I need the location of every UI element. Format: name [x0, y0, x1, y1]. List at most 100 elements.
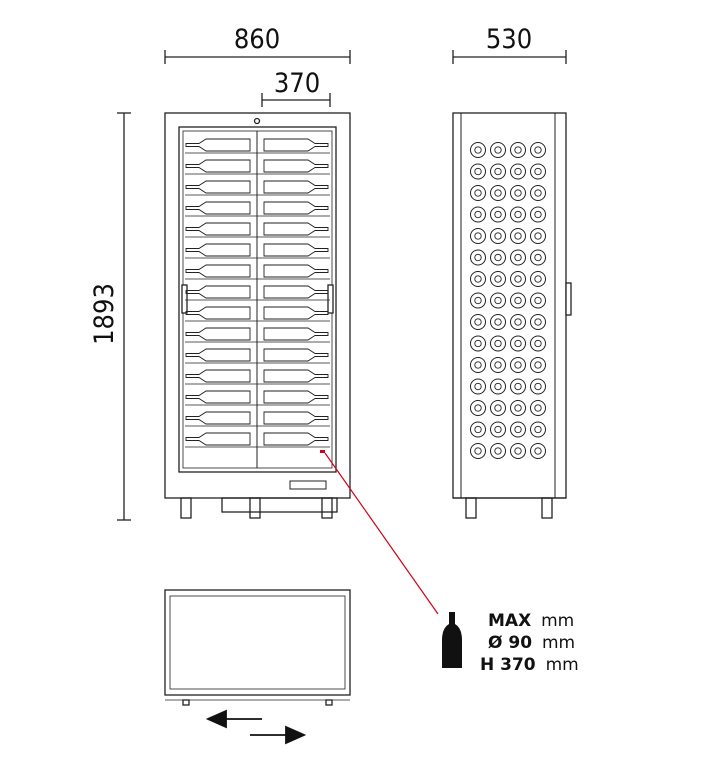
front-bottle	[185, 432, 251, 446]
side-bottle-inner	[534, 146, 542, 154]
side-bottle-outer	[510, 292, 526, 309]
side-bottle-outer	[510, 421, 526, 438]
side-bottle-outer	[490, 443, 506, 459]
side-bottle-inner	[514, 339, 522, 348]
front-bottle	[263, 264, 329, 278]
side-bottle-outer	[470, 228, 486, 244]
side-bottle-outer	[490, 400, 506, 416]
side-bottle-inner	[494, 404, 502, 412]
side-bottle-outer	[490, 357, 506, 373]
front-bottle	[263, 390, 329, 404]
side-bottle-outer	[530, 443, 546, 459]
side-bottle-outer	[510, 249, 526, 266]
spec-max-unit: mm	[541, 611, 574, 631]
spec-diameter-unit: mm	[542, 633, 575, 653]
side-bottle-inner	[514, 296, 522, 305]
front-bottle	[185, 285, 251, 299]
side-bottle-inner	[494, 189, 502, 197]
side-bottle-outer	[490, 292, 506, 309]
side-bottle-outer	[510, 400, 526, 416]
side-bottle-inner	[514, 447, 522, 455]
side-bottle-inner	[474, 275, 482, 283]
spec-height-label: H 370	[480, 655, 536, 675]
depth-label: 530	[486, 24, 532, 55]
side-bottle-inner	[474, 447, 482, 455]
front-bottle	[263, 369, 329, 383]
side-bottle-inner	[534, 339, 542, 348]
side-bottle-inner	[494, 232, 502, 240]
front-bottle	[185, 222, 251, 236]
side-bottle-inner	[534, 382, 542, 391]
side-bottle-inner	[474, 189, 482, 197]
side-bottle-outer	[470, 185, 486, 201]
side-bottle-inner	[494, 296, 502, 305]
side-bottle-outer	[470, 249, 486, 266]
front-bottle	[263, 201, 329, 215]
side-bottle-outer	[530, 335, 546, 352]
side-bottle-inner	[534, 425, 542, 434]
spec-line-height: H 370 mm	[480, 655, 579, 675]
front-bottle	[185, 327, 251, 341]
side-bottle-inner	[534, 296, 542, 305]
side-bottle-inner	[474, 167, 482, 176]
side-bottle-inner	[474, 404, 482, 412]
spec-diameter-label: Ø 90	[488, 633, 532, 653]
side-bottle-inner	[534, 447, 542, 455]
side-bottle-inner	[494, 253, 502, 262]
side-bottle-outer	[490, 185, 506, 201]
side-bottle-inner	[514, 210, 522, 219]
front-bottle	[185, 264, 251, 278]
side-bottle-outer	[510, 206, 526, 223]
side-bottle-outer	[530, 206, 546, 223]
side-bottle-inner	[534, 404, 542, 412]
side-bottle-inner	[474, 382, 482, 391]
front-bottle	[185, 411, 251, 425]
side-bottle-outer	[530, 357, 546, 373]
side-bottle-inner	[494, 167, 502, 176]
side-bottle-outer	[490, 271, 506, 287]
front-bottle	[263, 222, 329, 236]
side-bottle-inner	[494, 275, 502, 283]
side-bottle-inner	[514, 275, 522, 283]
front-bottle	[185, 159, 251, 173]
front-bottle	[185, 369, 251, 383]
side-bottle-inner	[494, 339, 502, 348]
front-bottle	[185, 243, 251, 257]
side-bottle-outer	[470, 271, 486, 287]
side-bottle-inner	[514, 253, 522, 262]
side-bottle-outer	[510, 228, 526, 244]
shelf-depth-label: 370	[274, 68, 320, 99]
side-bottle-inner	[494, 146, 502, 154]
side-bottle-outer	[510, 314, 526, 330]
side-bottle-outer	[490, 163, 506, 180]
side-bottle-outer	[490, 228, 506, 244]
side-bottle-outer	[470, 314, 486, 330]
side-bottle-outer	[530, 400, 546, 416]
side-bottle-inner	[514, 361, 522, 369]
front-bottle	[185, 390, 251, 404]
spec-line-diameter: Ø 90 mm	[488, 633, 575, 653]
side-bottle-outer	[530, 142, 546, 158]
front-bottle	[185, 348, 251, 362]
side-bottle-outer	[510, 142, 526, 158]
side-bottle-inner	[514, 318, 522, 326]
side-bottle-outer	[470, 421, 486, 438]
side-bottle-inner	[494, 447, 502, 455]
front-bottle	[263, 348, 329, 362]
side-bottle-inner	[534, 253, 542, 262]
side-bottle-outer	[470, 443, 486, 459]
side-bottle-outer	[510, 163, 526, 180]
height-dimension	[117, 112, 131, 521]
spec-line-max: MAX mm	[488, 611, 574, 631]
bottle-icon	[442, 612, 462, 668]
bottle-callout	[324, 452, 462, 668]
side-bottle-inner	[534, 189, 542, 197]
side-bottle-inner	[514, 382, 522, 391]
side-bottle-outer	[530, 421, 546, 438]
side-bottle-outer	[490, 314, 506, 330]
side-bottle-outer	[530, 314, 546, 330]
front-bottle	[185, 201, 251, 215]
side-bottle-inner	[494, 382, 502, 391]
side-bottle-outer	[470, 357, 486, 373]
